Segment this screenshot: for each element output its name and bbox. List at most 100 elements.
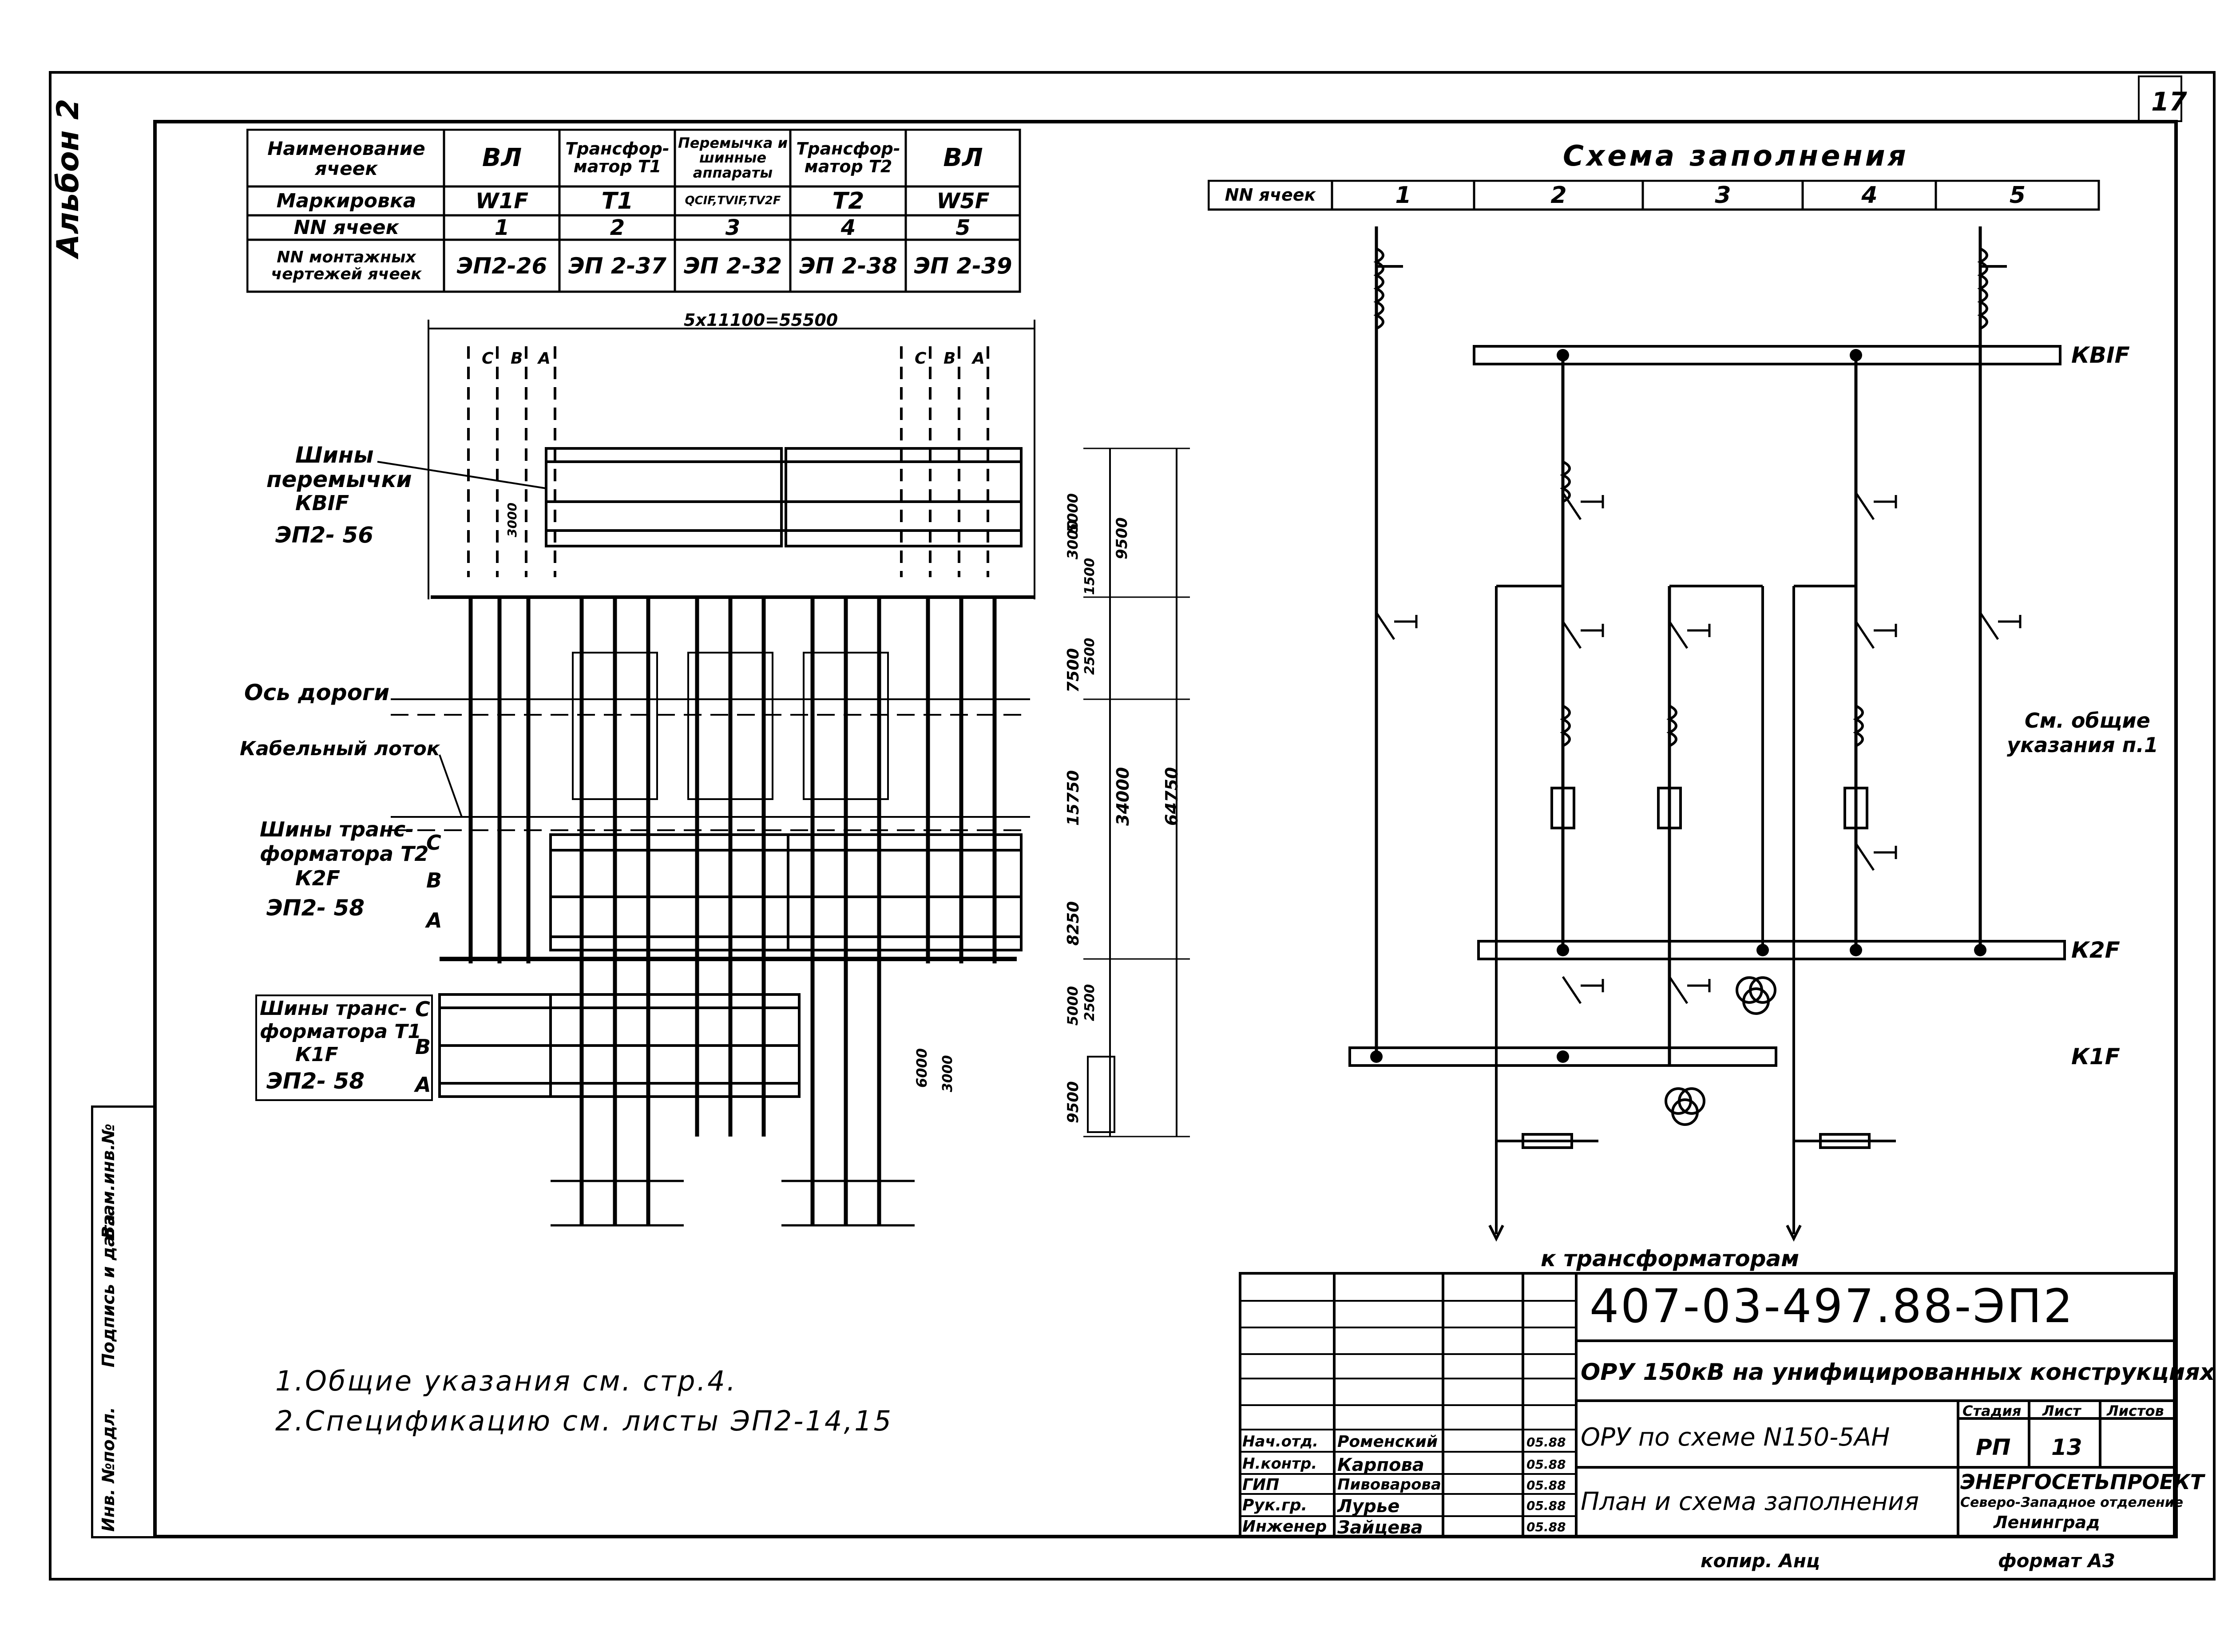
bus-t1-label-box bbox=[255, 994, 433, 1101]
cells-table: Наименование ячеек Маркировка NN ячеек N… bbox=[246, 129, 1021, 293]
col5-num: 5 bbox=[955, 217, 971, 239]
title-block: 407-03-497.88-ЭП2 ОРУ 150кВ на унифициро… bbox=[1239, 1272, 2215, 1538]
plan-phase-a-left: А bbox=[538, 349, 551, 368]
org-line3: Ленинград bbox=[1994, 1513, 2100, 1532]
sheet-title: План и схема заполнения bbox=[1581, 1487, 1919, 1516]
dim-2500-top: 2500 bbox=[1082, 638, 1098, 675]
row-header-drawing: NN монтажных чертежей ячеек bbox=[271, 248, 422, 283]
scheme-name: ОРУ по схеме N150-5АН bbox=[1581, 1423, 1890, 1452]
dim-8250: 8250 bbox=[1064, 901, 1082, 946]
plan-phase-a-right: А bbox=[972, 349, 985, 368]
drawing-frame bbox=[153, 120, 2178, 1538]
scheme-cell-4: 4 bbox=[1861, 182, 1878, 209]
scheme-cell-5: 5 bbox=[2009, 182, 2026, 209]
row-header-name: Наименование ячеек bbox=[267, 138, 425, 179]
col3-mark: QCIF,TVIF,TV2F bbox=[685, 194, 781, 208]
bus-t2-line4: ЭП2- 58 bbox=[266, 895, 365, 921]
signer-date-3: 05.88 bbox=[1526, 1478, 1566, 1493]
col5-name: ВЛ bbox=[943, 143, 983, 172]
dim-3000-inner: 3000 bbox=[505, 503, 519, 537]
col1-num: 1 bbox=[494, 217, 510, 239]
title-block-grid bbox=[1239, 1272, 2176, 1538]
col3-drawing: ЭП 2-32 bbox=[683, 253, 782, 279]
side-stamp-replace: Взам.инв.№ bbox=[99, 1123, 118, 1239]
side-stamp-inv: Инв. №подл. bbox=[99, 1407, 118, 1532]
signer-role-5: Инженер bbox=[1242, 1517, 1327, 1536]
bus-t2-phase-a: А bbox=[426, 908, 442, 932]
signer-role-4: Рук.гр. bbox=[1242, 1496, 1308, 1514]
dim-64750: 64750 bbox=[1162, 767, 1181, 826]
signer-name-5: Зайцева bbox=[1337, 1517, 1423, 1538]
bus-kb1f-line4: ЭП2- 56 bbox=[275, 522, 374, 548]
to-transformers-label: к трансформаторам bbox=[1541, 1246, 1800, 1272]
dim-6000-inner: 6000 bbox=[913, 1048, 930, 1088]
road-axis-label: Ось дороги bbox=[244, 680, 390, 705]
bus-t1-line1: Шины транс- bbox=[260, 997, 408, 1020]
cells-table-grid bbox=[246, 129, 1021, 293]
dim-9500-top: 9500 bbox=[1113, 517, 1131, 559]
signer-name-4: Лурье bbox=[1337, 1496, 1400, 1517]
bus-t2-phase-b: В bbox=[426, 868, 442, 892]
scheme-title: Схема заполнения bbox=[1563, 140, 1909, 173]
bus-t1-phase-a: А bbox=[415, 1073, 431, 1097]
stage-label: Стадия bbox=[1962, 1402, 2022, 1419]
dim-15750: 15750 bbox=[1064, 770, 1082, 826]
note-1: 1.Общие указания см. стр.4. bbox=[275, 1365, 737, 1397]
col3-num: 3 bbox=[725, 217, 741, 239]
col2-drawing: ЭП 2-37 bbox=[568, 253, 667, 279]
scheme-header: NN ячеек 1 2 3 4 5 bbox=[1208, 180, 2100, 211]
footer-format: формат А3 bbox=[1998, 1550, 2115, 1572]
scheme-header-label: NN ячеек bbox=[1225, 185, 1316, 205]
side-stamp bbox=[91, 1105, 155, 1538]
signer-role-1: Нач.отд. bbox=[1242, 1433, 1319, 1450]
bus-t1-phase-b: В bbox=[415, 1035, 431, 1059]
dim-1500: 1500 bbox=[1082, 558, 1098, 595]
scheme-cell-2: 2 bbox=[1550, 182, 1567, 209]
bus-kb1f-line1: Шины bbox=[295, 442, 374, 468]
col1-mark: W1F bbox=[475, 188, 529, 214]
plan-phase-c-left: С bbox=[482, 349, 494, 368]
scheme-note-line1: См. общие bbox=[2025, 709, 2150, 733]
bus-t1-line2: форматора Т1 bbox=[260, 1020, 421, 1043]
col3-name: Перемычка и шинные аппараты bbox=[678, 134, 788, 181]
bus-t2-line2: форматора Т2 bbox=[260, 842, 429, 866]
dim-3000-inner-2: 3000 bbox=[940, 1055, 955, 1093]
signer-date-4: 05.88 bbox=[1526, 1498, 1566, 1513]
bus-label-kb1f: КВIF bbox=[2071, 342, 2130, 368]
org-line2: Северо-Западное отделение bbox=[1960, 1495, 2184, 1510]
col1-drawing: ЭП2-26 bbox=[456, 253, 547, 279]
album-label: Альбон 2 bbox=[51, 99, 86, 258]
plan-phase-b-right: В bbox=[944, 349, 956, 368]
signer-role-3: ГИП bbox=[1242, 1476, 1280, 1494]
sheet-number-box bbox=[2138, 75, 2182, 122]
scheme-note-line2: указания п.1 bbox=[2007, 733, 2158, 757]
dim-34000: 34000 bbox=[1113, 767, 1133, 826]
row-header-num: NN ячеек bbox=[293, 217, 399, 239]
dim-5000-bottom: 5000 bbox=[1064, 986, 1081, 1026]
bus-t2-line1: Шины транс- bbox=[260, 817, 414, 841]
bus-t1-line3: К1F bbox=[295, 1043, 338, 1066]
project-name: ОРУ 150кВ на унифицированных конструкция… bbox=[1581, 1359, 2215, 1386]
cable-tray-label: Кабельный лоток bbox=[240, 737, 440, 760]
dim-7500: 7500 bbox=[1064, 648, 1082, 693]
bus-t2-line3: К2F bbox=[295, 866, 341, 890]
col4-drawing: ЭП 2-38 bbox=[799, 253, 898, 279]
bus-t2-phase-c: С bbox=[426, 831, 441, 855]
scheme-cell-1: 1 bbox=[1395, 182, 1411, 209]
footer-copied: копир. Анц bbox=[1701, 1550, 1820, 1572]
bus-t1-line4: ЭП2- 58 bbox=[266, 1068, 365, 1094]
signer-date-5: 05.88 bbox=[1526, 1520, 1566, 1534]
col2-mark: Т1 bbox=[601, 188, 634, 214]
dim-2500-bottom: 2500 bbox=[1082, 984, 1098, 1022]
signer-date-2: 05.88 bbox=[1526, 1457, 1566, 1472]
bus-kb1f-line3: КВIF bbox=[295, 491, 349, 515]
row-header-mark: Маркировка bbox=[276, 189, 416, 212]
col4-mark: Т2 bbox=[832, 188, 864, 214]
scheme-cell-3: 3 bbox=[1715, 182, 1731, 209]
sheets-label: Листов bbox=[2107, 1402, 2164, 1419]
scheme-header-grid bbox=[1208, 180, 2100, 211]
col4-name: Трансфор-матор Т2 bbox=[796, 139, 900, 176]
col5-drawing: ЭП 2-39 bbox=[914, 253, 1012, 279]
plan-phase-b-left: В bbox=[511, 349, 523, 368]
plan-width-dim: 5х11100=55500 bbox=[684, 310, 838, 330]
